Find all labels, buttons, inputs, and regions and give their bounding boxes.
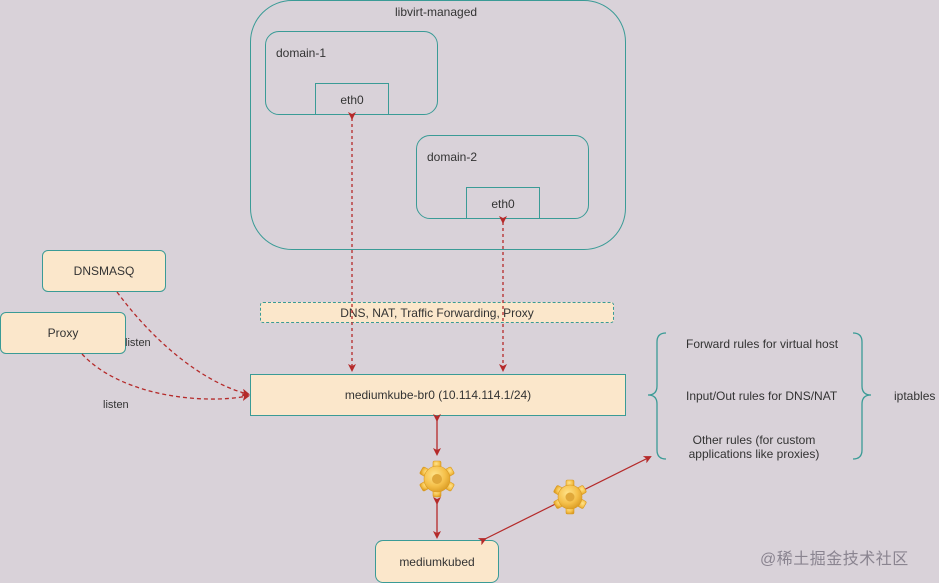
libvirt-managed-label: libvirt-managed [395, 5, 478, 19]
iptables-rule-other-line1: Other rules (for custom [692, 433, 816, 447]
bridge-box[interactable]: mediumkube-br0 (10.114.114.1/24) [250, 374, 626, 416]
iptables-rule-input-output: Input/Out rules for DNS/NAT [686, 389, 838, 403]
proxy-label: Proxy [47, 326, 79, 340]
iptables-rule-other: Other rules (for custom applications lik… [676, 433, 832, 461]
dnsmasq-listen-label: listen [125, 337, 151, 349]
dnsmasq-listen-edge [116, 291, 250, 397]
iptables-left-brace [647, 332, 667, 460]
dnsmasq-label: DNSMASQ [73, 264, 135, 278]
proxy-listen-label: listen [103, 399, 129, 411]
domain-2-label: domain-2 [427, 150, 478, 164]
domain-2-eth0-label: eth0 [491, 196, 515, 211]
iptables-right-brace [852, 332, 872, 460]
mediumkubed-label: mediumkubed [399, 554, 475, 569]
iptables-label: iptables [894, 389, 936, 403]
features-label: DNS, NAT, Traffic Forwarding, Proxy [340, 305, 534, 320]
bridge-label: mediumkube-br0 (10.114.114.1/24) [344, 388, 532, 402]
domain-1-label: domain-1 [276, 46, 327, 60]
gear-icon [419, 460, 455, 498]
proxy-box[interactable]: Proxy [0, 312, 126, 354]
domain-1-eth0[interactable]: eth0 [315, 83, 389, 115]
watermark: @稀土掘金技术社区 [760, 551, 909, 568]
domain-2-eth0[interactable]: eth0 [466, 187, 540, 219]
iptables-rule-other-line2: applications like proxies) [688, 447, 820, 461]
domain-1-eth0-label: eth0 [340, 92, 364, 107]
libvirt-managed-container [250, 0, 626, 250]
iptables-rule-forward: Forward rules for virtual host [686, 337, 839, 351]
gear-icon [553, 479, 587, 515]
dnsmasq-box[interactable]: DNSMASQ [42, 250, 166, 292]
proxy-listen-edge [81, 353, 250, 402]
